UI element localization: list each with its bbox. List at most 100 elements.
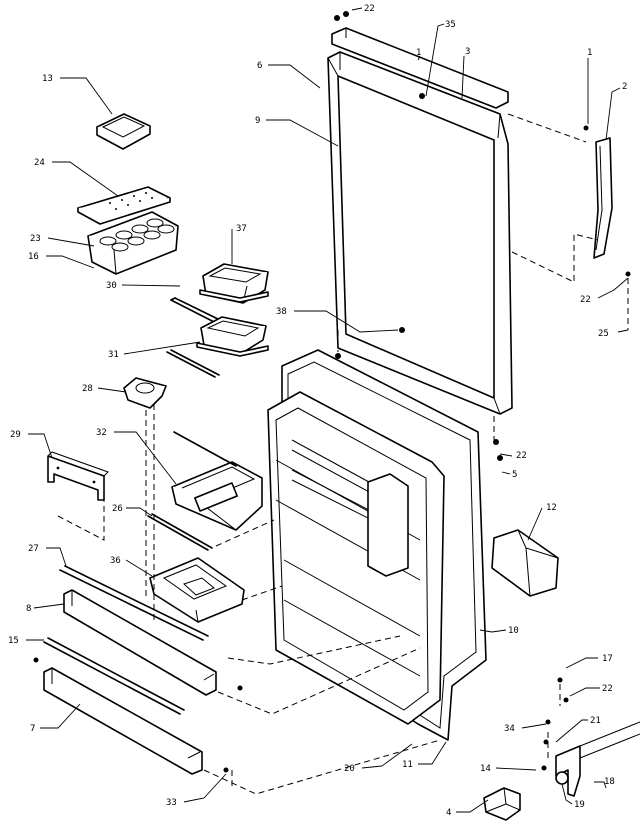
hardware-screws bbox=[33, 11, 631, 773]
part-31-bar bbox=[166, 349, 220, 378]
callout-5-label: 5 bbox=[512, 470, 517, 480]
callout-7: 7 bbox=[30, 703, 81, 734]
part-4-bracket bbox=[483, 787, 521, 821]
part-27-bar bbox=[59, 565, 209, 641]
callout-27: 27 bbox=[28, 544, 67, 567]
callout-5: 5 bbox=[501, 470, 517, 480]
callout-25a-label: 25 bbox=[598, 329, 609, 339]
callout-25a: 25 bbox=[598, 329, 629, 339]
callout-13: 13 bbox=[42, 74, 113, 115]
callout-14-label: 14 bbox=[480, 764, 491, 774]
callout-21-label: 21 bbox=[590, 716, 601, 726]
callout-32-label: 32 bbox=[96, 428, 107, 438]
callout-32: 32 bbox=[96, 428, 177, 485]
callout-10: 10 bbox=[479, 626, 519, 636]
callout-27-label: 27 bbox=[28, 544, 39, 554]
part-3-top-trim bbox=[331, 27, 509, 109]
part-inner-liner bbox=[267, 391, 445, 725]
callout-13-label: 13 bbox=[42, 74, 53, 84]
callout-16: 16 bbox=[28, 252, 95, 269]
callout-28-label: 28 bbox=[82, 384, 93, 394]
callout-6: 6 bbox=[257, 61, 321, 89]
callout-22d-label: 22 bbox=[602, 684, 613, 694]
callout-17-label: 17 bbox=[602, 654, 613, 664]
callout-19-label: 19 bbox=[574, 800, 585, 810]
callout-36-label: 36 bbox=[110, 556, 121, 566]
callout-11: 11 bbox=[402, 741, 447, 770]
part-31-bin bbox=[196, 316, 269, 357]
callout-1a-label: 1 bbox=[416, 48, 421, 58]
part-12-cover bbox=[491, 529, 559, 597]
part-26-rail bbox=[147, 431, 237, 551]
callout-16-label: 16 bbox=[28, 252, 39, 262]
callout-3a: 3 bbox=[461, 47, 470, 99]
callout-12: 12 bbox=[527, 503, 557, 541]
part-18-hinge bbox=[555, 721, 640, 797]
callout-22d: 22 bbox=[569, 684, 613, 697]
callout-29: 29 bbox=[10, 430, 53, 459]
callout-6-label: 6 bbox=[257, 61, 262, 71]
callout-24-label: 24 bbox=[34, 158, 45, 168]
callout-2-label: 2 bbox=[622, 82, 627, 92]
callout-21: 21 bbox=[555, 716, 601, 743]
callout-23: 23 bbox=[30, 234, 95, 247]
callout-37: 37 bbox=[231, 224, 247, 264]
callout-31-label: 31 bbox=[108, 350, 119, 360]
part-24-tray-cover bbox=[77, 186, 171, 225]
part-23-ice-tray bbox=[87, 211, 179, 275]
part-37-bin bbox=[199, 263, 269, 304]
callout-22c: 22 bbox=[499, 451, 527, 461]
callout-26-label: 26 bbox=[112, 504, 123, 514]
callout-35-label: 35 bbox=[445, 20, 456, 30]
callout-2: 2 bbox=[605, 82, 627, 141]
callout-11-label: 11 bbox=[402, 760, 413, 770]
callout-31: 31 bbox=[108, 341, 201, 360]
callout-14: 14 bbox=[480, 764, 537, 774]
callout-7-label: 7 bbox=[30, 724, 35, 734]
part-28-clip bbox=[123, 377, 167, 409]
callout-34: 34 bbox=[504, 723, 547, 734]
part-36-bin bbox=[149, 557, 245, 623]
callout-29-label: 29 bbox=[10, 430, 21, 440]
callout-37-label: 37 bbox=[236, 224, 247, 234]
callout-15: 15 bbox=[8, 636, 44, 646]
callout-9: 9 bbox=[255, 116, 339, 147]
callout-35: 35 bbox=[425, 20, 456, 97]
callout-22c-label: 22 bbox=[516, 451, 527, 461]
callout-1b-label: 1 bbox=[587, 48, 592, 58]
part-7-bottom-shelf bbox=[43, 667, 203, 775]
callout-4: 4 bbox=[446, 799, 489, 818]
callout-20-label: 20 bbox=[344, 764, 355, 774]
callout-24: 24 bbox=[34, 158, 119, 197]
part-9-door-frame bbox=[327, 51, 513, 415]
callout-36: 36 bbox=[110, 556, 153, 577]
callout-10-label: 10 bbox=[508, 626, 519, 636]
part-13-small-tray bbox=[96, 113, 151, 150]
callout-22b-label: 22 bbox=[580, 295, 591, 305]
callout-30: 30 bbox=[106, 281, 181, 291]
callout-8: 8 bbox=[26, 603, 65, 614]
callout-4-label: 4 bbox=[446, 808, 451, 818]
part-29-bracket bbox=[47, 451, 109, 501]
callout-38: 38 bbox=[276, 307, 399, 333]
callout-9-label: 9 bbox=[255, 116, 260, 126]
callout-3a-label: 3 bbox=[465, 47, 470, 57]
callout-22b: 22 bbox=[580, 277, 629, 305]
callout-12-label: 12 bbox=[546, 503, 557, 513]
callout-33: 33 bbox=[166, 773, 227, 808]
part-2-handle bbox=[593, 137, 613, 259]
callout-18-label: 18 bbox=[604, 777, 615, 787]
callout-19: 19 bbox=[561, 783, 585, 810]
callout-22a: 22 bbox=[351, 4, 375, 14]
callout-23-label: 23 bbox=[30, 234, 41, 244]
callout-28: 28 bbox=[82, 384, 127, 394]
part-8-shelf bbox=[63, 589, 217, 696]
callout-1a: 1 bbox=[416, 48, 421, 61]
part-30-bar bbox=[170, 297, 223, 325]
callout-1b: 1 bbox=[587, 48, 592, 124]
part-32-door-shelf bbox=[171, 461, 263, 531]
callout-26: 26 bbox=[112, 504, 153, 517]
callout-17: 17 bbox=[565, 654, 613, 669]
callout-8-label: 8 bbox=[26, 604, 31, 614]
